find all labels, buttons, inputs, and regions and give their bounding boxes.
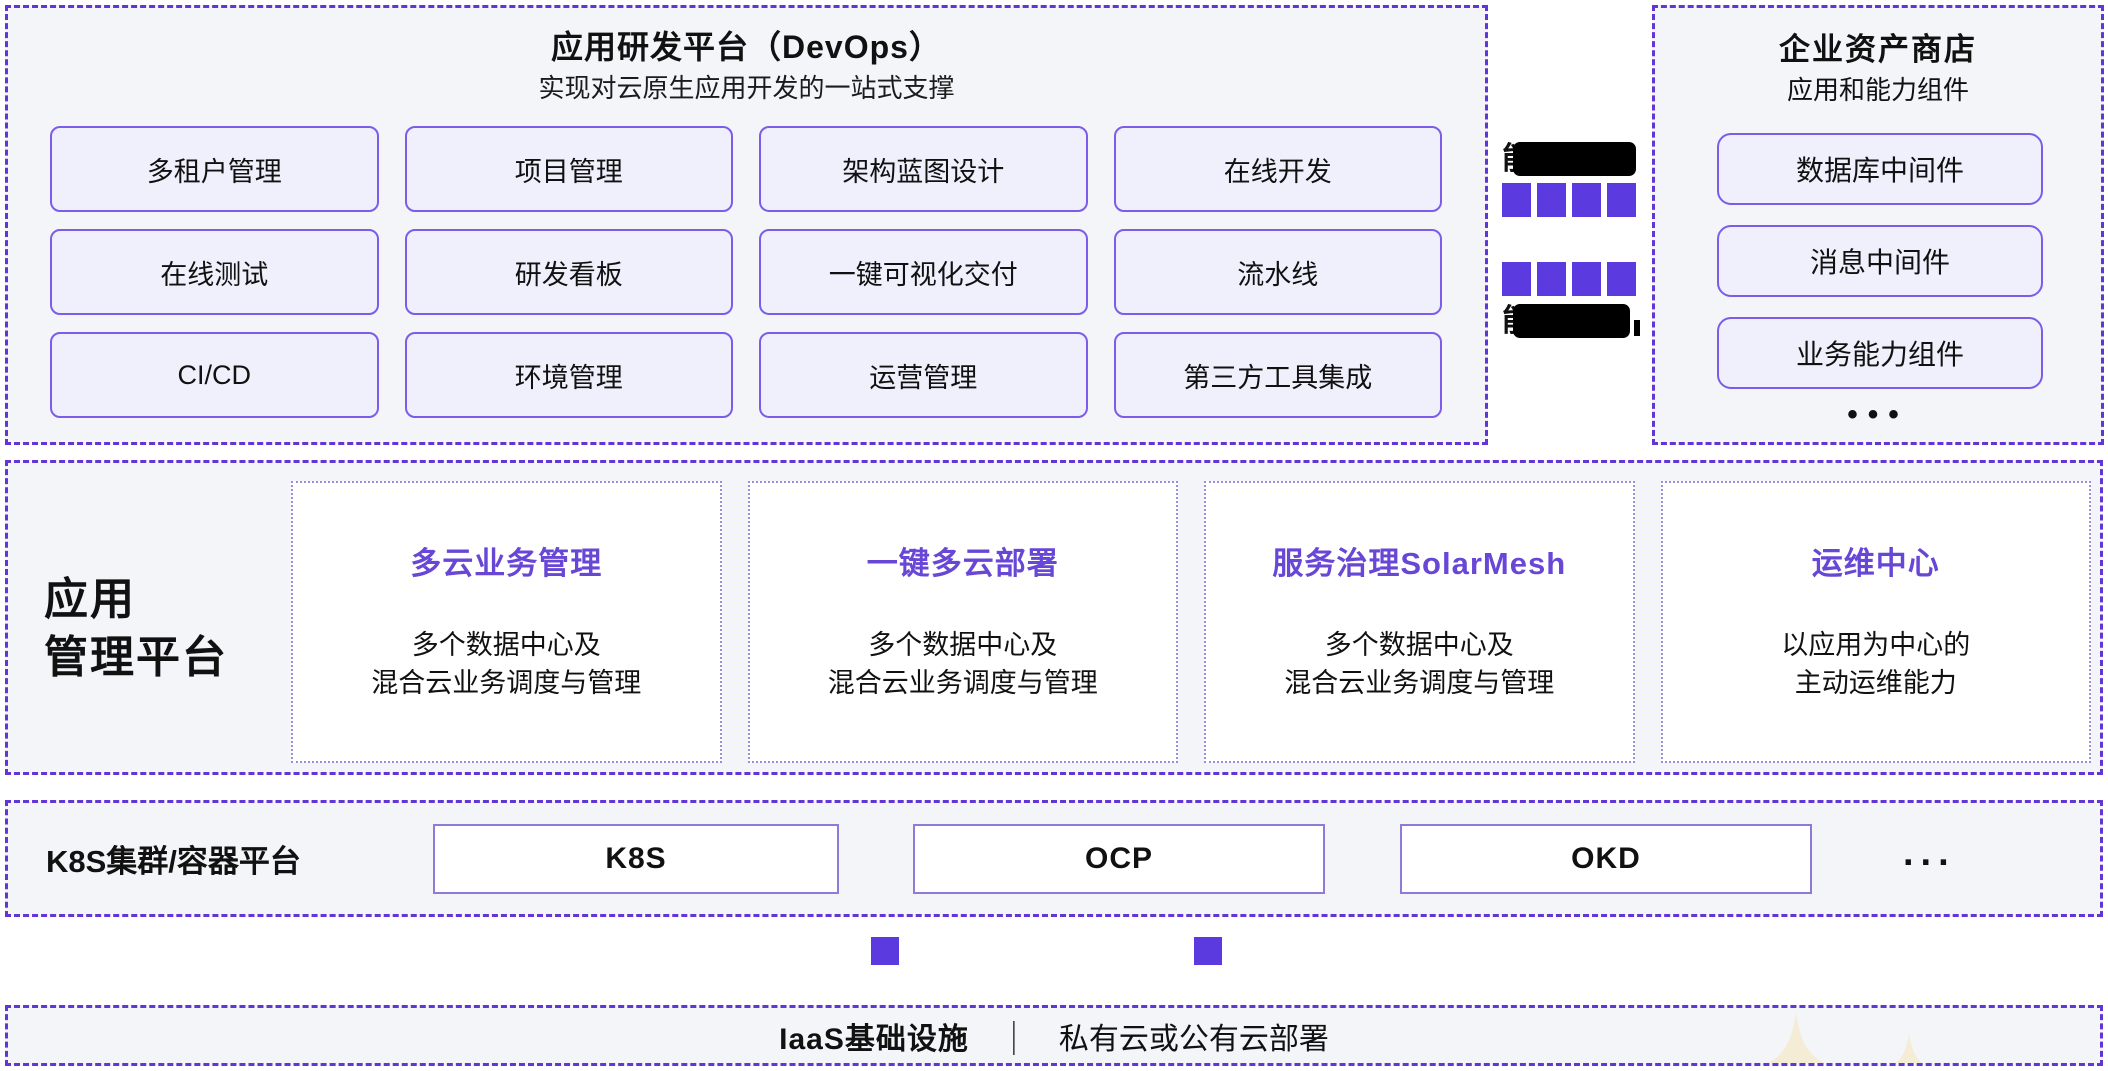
devops-panel-subtitle: 实现对云原生应用开发的一站式支撑 xyxy=(538,73,955,103)
app-management-label: 应用 管理平台 xyxy=(44,571,228,687)
arrow-square xyxy=(1572,262,1601,296)
card-description: 多个数据中心及 混合云业务调度与管理 xyxy=(371,627,641,703)
devops-chip-env-mgmt: 环境管理 xyxy=(404,332,733,418)
asset-store-subtitle: 应用和能力组件 xyxy=(1786,75,1969,105)
arrow-square xyxy=(1572,183,1601,217)
iaas-band-label: IaaS基础设施 xyxy=(779,1022,969,1056)
devops-chip-online-dev: 在线开发 xyxy=(1113,126,1442,212)
devops-chip-multi-tenant: 多租户管理 xyxy=(50,126,379,212)
card-title: 运维中心 xyxy=(1811,546,1940,581)
card-description: 多个数据中心及 混合云业务调度与管理 xyxy=(1284,627,1554,703)
card-title: 服务治理SolarMesh xyxy=(1272,546,1567,581)
asset-item-business-capability: 业务能力组件 xyxy=(1717,317,2043,389)
asset-store-panel: 企业资产商店 应用和能力组件 数据库中间件 消息中间件 业务能力组件 ••• xyxy=(1652,5,2104,445)
app-management-label-line1: 应用 xyxy=(44,575,136,624)
devops-panel: 应用研发平台（DevOps） 实现对云原生应用开发的一站式支撑 多租户管理 项目… xyxy=(5,5,1488,445)
iaas-band: IaaS基础设施 ｜ 私有云或公有云部署 xyxy=(5,1005,2103,1066)
okd-box: OKD xyxy=(1400,824,1812,894)
app-management-label-line2: 管理平台 xyxy=(44,633,228,683)
redacted-bottom-right-sliver xyxy=(1634,320,1640,336)
devops-chip-rd-board: 研发看板 xyxy=(404,229,733,315)
card-desc-line1: 以应用为中心的 xyxy=(1781,630,1971,660)
k8s-band-label: K8S集群/容器平台 xyxy=(46,844,301,879)
card-description: 多个数据中心及 混合云业务调度与管理 xyxy=(828,627,1098,703)
k8s-container-band: K8S集群/容器平台 K8S OCP OKD ... xyxy=(5,800,2103,917)
devops-chip-online-test: 在线测试 xyxy=(50,229,379,315)
k8s-box: K8S xyxy=(433,824,839,894)
card-desc-line2: 主动运维能力 xyxy=(1794,667,1957,698)
card-desc-line1: 多个数据中心及 xyxy=(868,630,1058,660)
band-link-square-right xyxy=(1194,937,1222,965)
devops-feature-grid: 多租户管理 项目管理 架构蓝图设计 在线开发 在线测试 研发看板 一键可视化交付… xyxy=(50,126,1442,418)
card-desc-line2: 混合云业务调度与管理 xyxy=(827,667,1098,698)
asset-store-title: 企业资产商店 xyxy=(1779,32,1977,67)
card-one-click-multicloud-deploy: 一键多云部署 多个数据中心及 混合云业务调度与管理 xyxy=(747,481,1178,763)
connector-squares-row-2 xyxy=(1502,262,1636,296)
card-desc-line2: 混合云业务调度与管理 xyxy=(1284,667,1555,698)
arrow-square xyxy=(1537,183,1566,217)
arrow-square xyxy=(1607,262,1636,296)
arrow-square xyxy=(1502,183,1531,217)
app-management-cards: 多云业务管理 多个数据中心及 混合云业务调度与管理 一键多云部署 多个数据中心及… xyxy=(291,481,2091,763)
redaction-bar xyxy=(1513,142,1636,176)
card-service-governance-solarmesh: 服务治理SolarMesh 多个数据中心及 混合云业务调度与管理 xyxy=(1204,481,1635,763)
card-ops-center: 运维中心 以应用为中心的 主动运维能力 xyxy=(1660,481,2091,763)
arrow-square xyxy=(1537,262,1566,296)
devops-chip-visual-delivery: 一键可视化交付 xyxy=(759,229,1088,315)
card-description: 以应用为中心的 主动运维能力 xyxy=(1781,627,1970,703)
devops-chip-ops-mgmt: 运营管理 xyxy=(759,332,1088,418)
devops-chip-cicd: CI/CD xyxy=(50,332,379,418)
card-title: 一键多云部署 xyxy=(866,546,1059,581)
devops-chip-3rd-party: 第三方工具集成 xyxy=(1113,332,1442,418)
asset-item-database-middleware: 数据库中间件 xyxy=(1717,133,2043,205)
iaas-band-separator: ｜ xyxy=(998,1020,1029,1059)
asset-store-ellipsis: ••• xyxy=(1847,398,1909,431)
connector-squares-row-1 xyxy=(1502,183,1636,217)
devops-chip-pipeline: 流水线 xyxy=(1113,229,1442,315)
redacted-label-bottom: 能 xyxy=(1502,304,1640,338)
capability-connector: 能 能 xyxy=(1491,5,1649,445)
card-multicloud-business-mgmt: 多云业务管理 多个数据中心及 混合云业务调度与管理 xyxy=(291,481,722,763)
card-desc-line1: 多个数据中心及 xyxy=(411,630,601,660)
card-title: 多云业务管理 xyxy=(410,546,603,581)
devops-panel-title: 应用研发平台（DevOps） xyxy=(551,29,942,65)
app-management-band: 应用 管理平台 多云业务管理 多个数据中心及 混合云业务调度与管理 一键多云部署… xyxy=(5,460,2103,775)
iaas-band-text: IaaS基础设施 ｜ 私有云或公有云部署 xyxy=(8,1008,2100,1063)
card-desc-line2: 混合云业务调度与管理 xyxy=(371,667,642,698)
devops-chip-blueprint-design: 架构蓝图设计 xyxy=(759,126,1088,212)
arrow-square xyxy=(1607,183,1636,217)
redacted-label-top: 能 xyxy=(1502,142,1636,176)
band-link-square-left xyxy=(871,937,899,965)
asset-item-message-middleware: 消息中间件 xyxy=(1717,225,2043,297)
arrow-square xyxy=(1502,262,1531,296)
redaction-bar xyxy=(1513,304,1630,338)
iaas-band-deploy-text: 私有云或公有云部署 xyxy=(1058,1022,1329,1056)
k8s-band-ellipsis: ... xyxy=(1903,832,1956,874)
ocp-box: OCP xyxy=(913,824,1325,894)
devops-chip-project-mgmt: 项目管理 xyxy=(404,126,733,212)
card-desc-line1: 多个数据中心及 xyxy=(1324,630,1514,660)
